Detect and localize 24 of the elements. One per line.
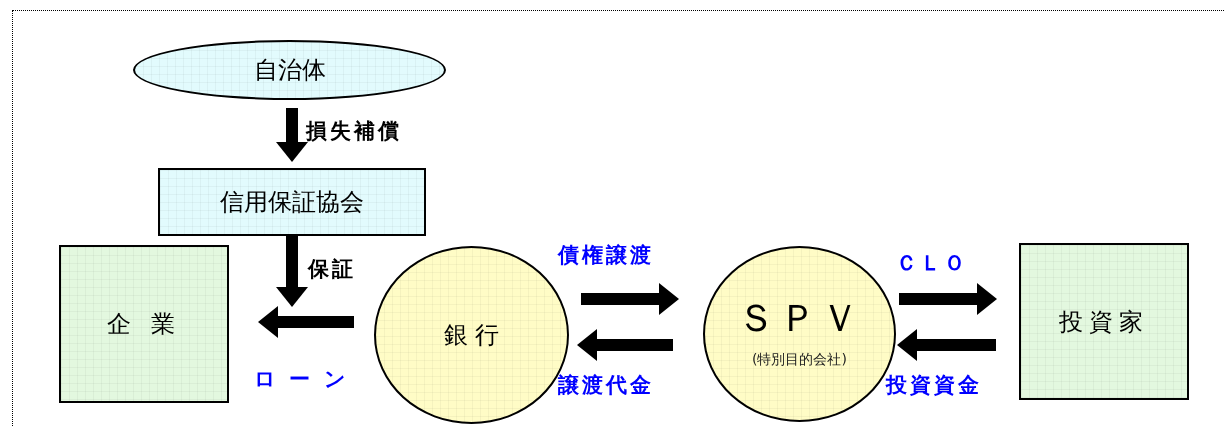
node-label: 投資家 (1059, 306, 1149, 338)
block-arrow (276, 108, 308, 162)
block-arrow (897, 329, 996, 361)
edge-label: 保証 (308, 256, 356, 283)
node-label: 自治体 (253, 55, 326, 86)
edge-label: 投資資金 (886, 372, 982, 399)
node-label: 信用保証協会 (220, 187, 364, 218)
process-box (158, 168, 426, 236)
edge-label: ＣＬＯ (896, 250, 968, 277)
block-arrow (577, 329, 673, 361)
block-arrow (258, 306, 354, 338)
process-box (59, 245, 229, 403)
edge-label: 損失補償 (306, 118, 402, 145)
block-arrow (899, 283, 997, 315)
edge-label: 債権譲渡 (558, 242, 654, 269)
block-arrow (276, 236, 308, 307)
edge-label: 譲渡代金 (558, 372, 654, 399)
block-arrow (581, 283, 679, 315)
edge-label: ロ ー ン (254, 366, 349, 393)
process-box (1019, 243, 1189, 400)
node-label: 銀 行 (443, 320, 500, 351)
node-label: ＳＰＶ (736, 298, 863, 337)
node-sublabel: (特別目的会社) (752, 349, 847, 369)
node-label: 企 業 (107, 309, 181, 340)
